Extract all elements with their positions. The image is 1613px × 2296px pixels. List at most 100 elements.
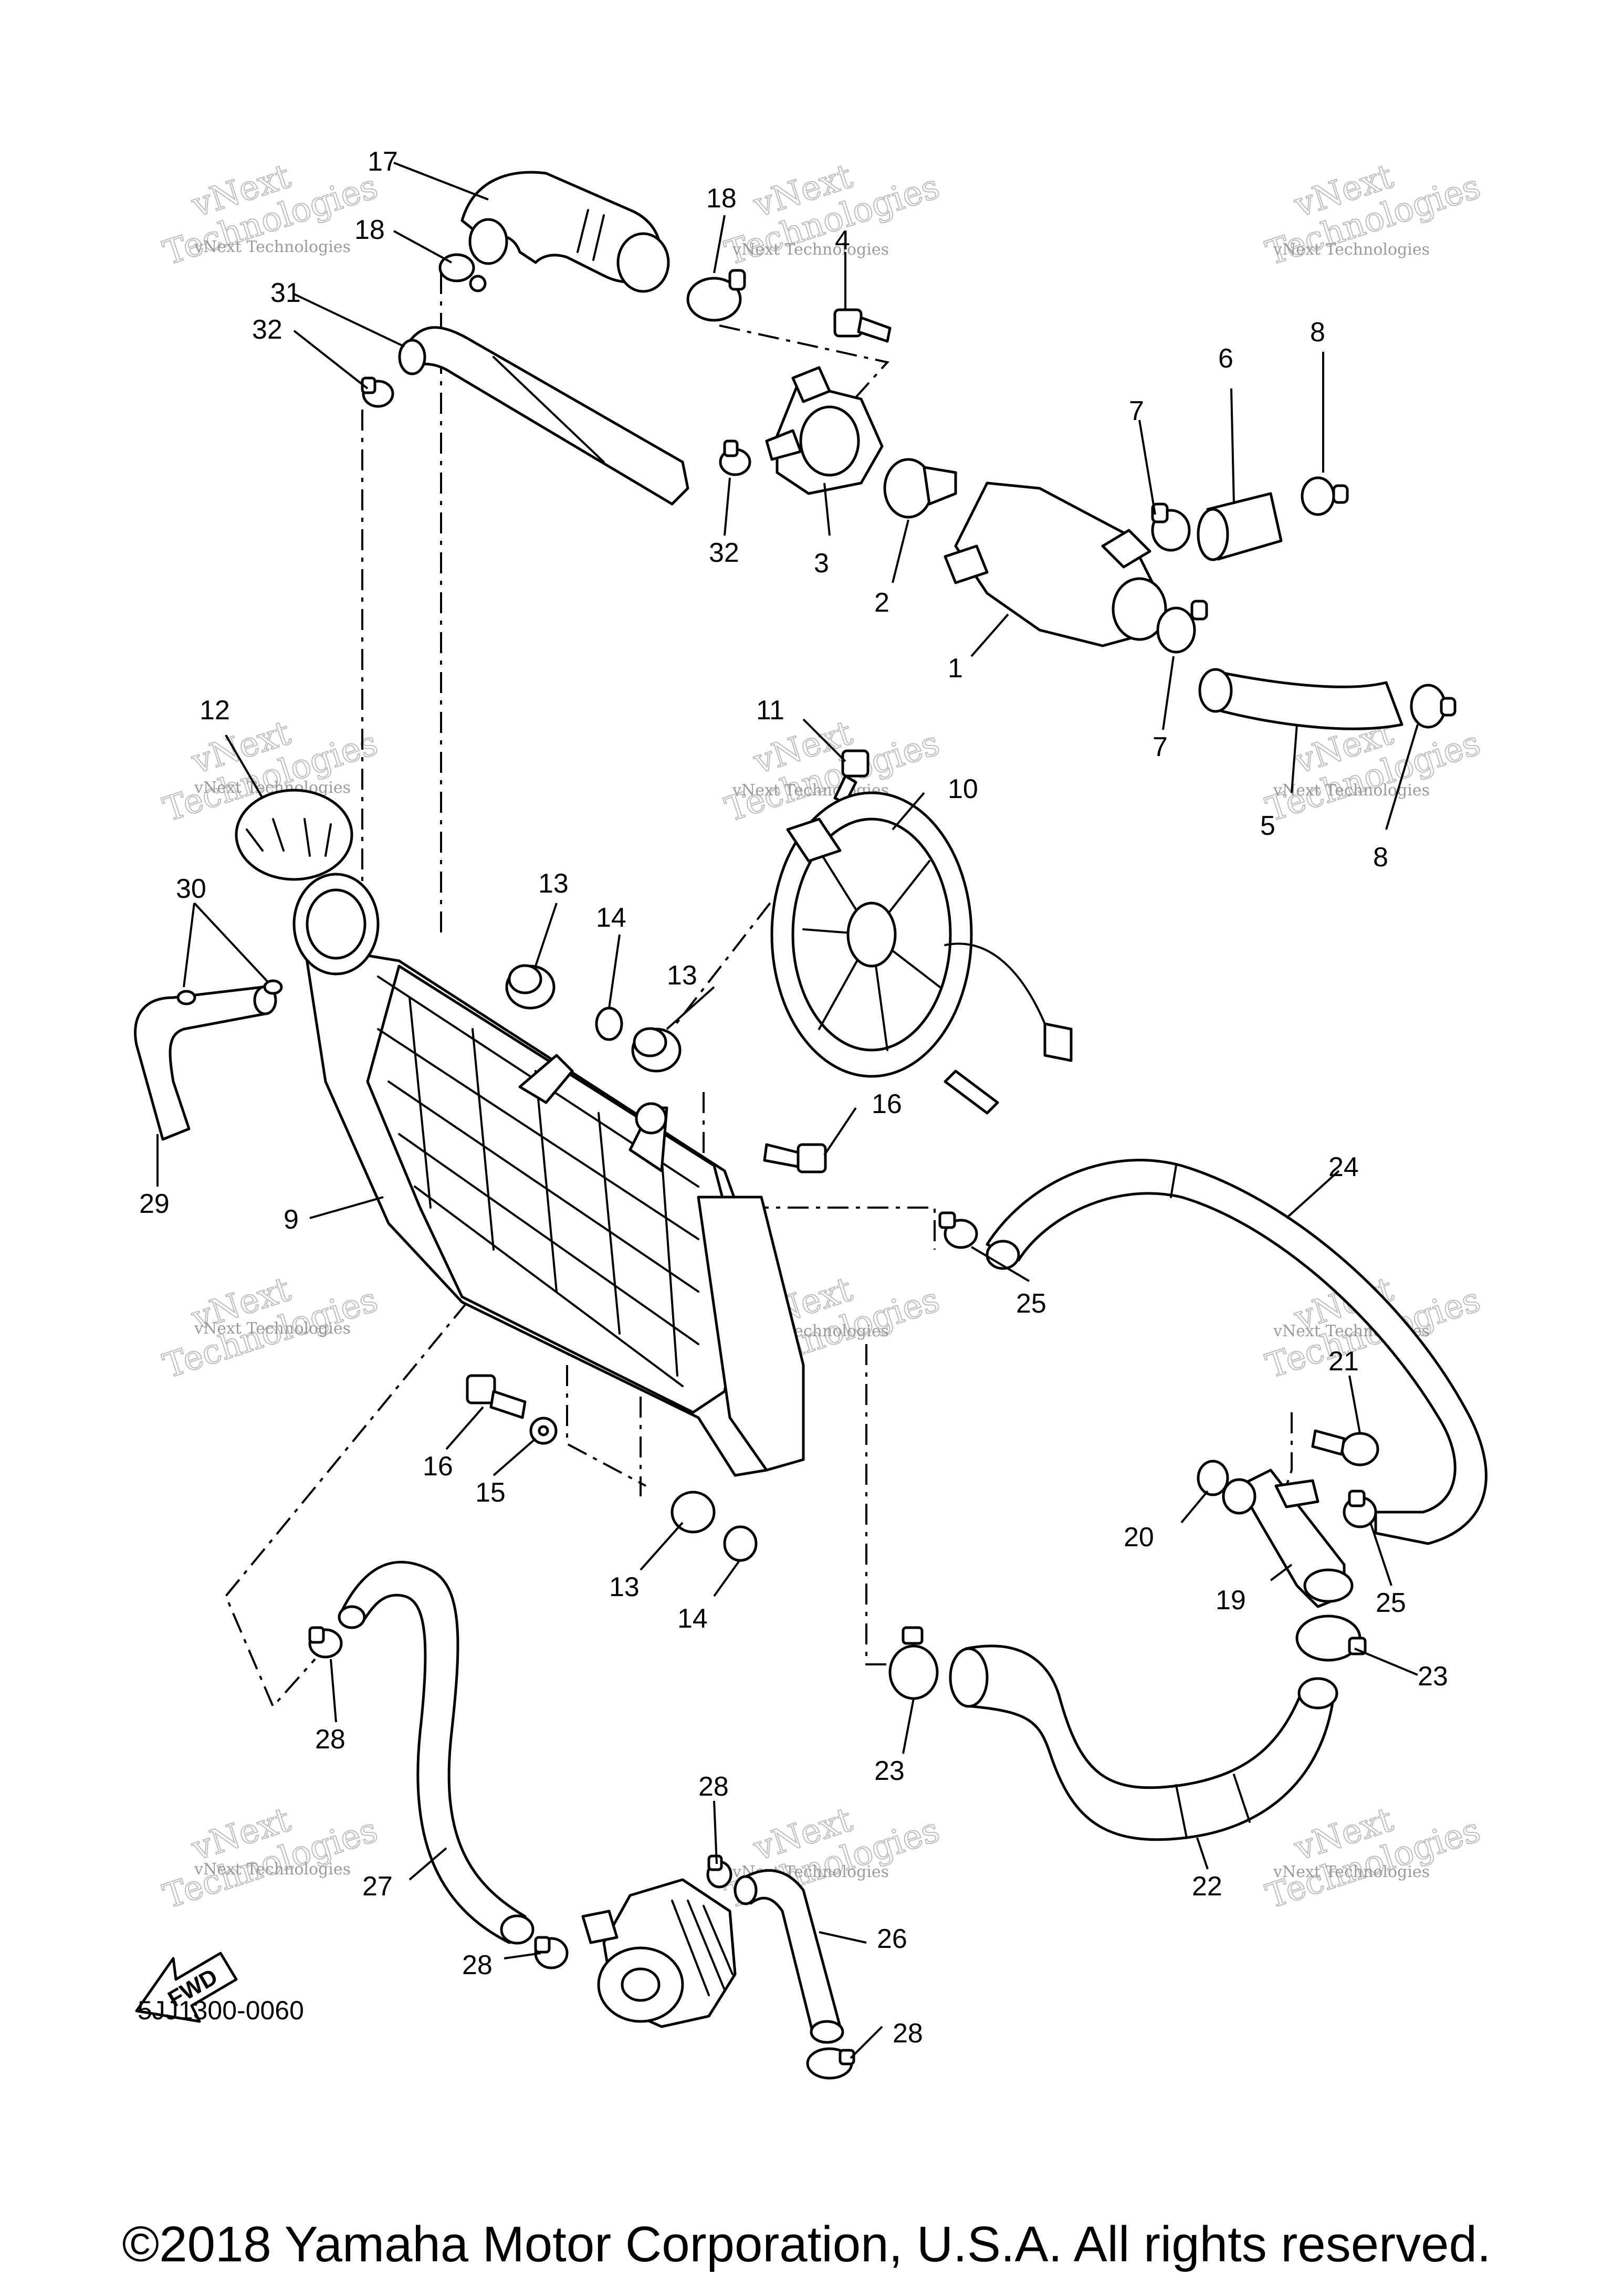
part-22-hose	[949, 1644, 1338, 1841]
part-21-bolt	[1311, 1429, 1379, 1466]
part-28-clamp-c	[706, 1854, 732, 1889]
water-pump	[581, 1878, 737, 2028]
part-8-clamp-lower	[1410, 684, 1457, 729]
callout-7: 7	[1129, 396, 1144, 426]
callout-14: 14	[596, 903, 626, 933]
callout-7: 7	[1153, 732, 1168, 762]
watermark-text: vNext Technologies	[194, 1319, 351, 1338]
callout-13: 13	[667, 960, 697, 991]
part-28-clamp-d	[806, 2047, 855, 2080]
part-16-bolt-upper	[763, 1143, 827, 1173]
part-18-clamp-right	[686, 269, 746, 322]
callout-22: 22	[1192, 1871, 1222, 1902]
callout-14: 14	[677, 1603, 708, 1634]
part-8-clamp-upper	[1301, 476, 1349, 516]
watermark-text: vNext Technologies	[194, 1860, 351, 1879]
callout-27: 27	[362, 1871, 393, 1902]
part-13-grommet-middle	[631, 1027, 682, 1073]
callout-26: 26	[877, 1924, 907, 1954]
part-27-hose	[338, 1560, 535, 1945]
part-31-hose	[398, 326, 689, 506]
part-29-hose	[134, 985, 277, 1141]
callout-12: 12	[200, 695, 230, 726]
callout-4: 4	[835, 225, 850, 256]
callout-5: 5	[1260, 811, 1275, 841]
part-13-grommet-upper	[505, 964, 556, 1010]
part-23-clamp-right	[1295, 1614, 1367, 1662]
parts: FWD	[134, 171, 1488, 2080]
part-14-collar-lower	[723, 1525, 758, 1562]
callout-18: 18	[706, 183, 737, 214]
callout-11: 11	[756, 695, 784, 726]
watermark-text: vNext Technologies	[732, 240, 889, 259]
callout-13: 13	[609, 1572, 640, 1602]
part-19-fitting	[1222, 1469, 1354, 1608]
part-32-clamp-left	[361, 376, 394, 408]
part-20-o-ring	[1197, 1460, 1229, 1496]
callout-28: 28	[698, 1771, 729, 1802]
diagram-code: 5JJ1300-0060	[138, 1996, 304, 2025]
part-25-clamp-lower	[1343, 1490, 1377, 1528]
callout-24: 24	[1328, 1152, 1359, 1182]
callout-1: 1	[948, 653, 963, 684]
watermark-text: vNext Technologies	[1273, 240, 1430, 259]
callout-19: 19	[1216, 1585, 1246, 1616]
part-6-short-hose	[1197, 492, 1283, 561]
callout-31: 31	[270, 278, 301, 308]
part-3-thermostat-cover	[765, 366, 884, 495]
part-7-clamp-lower	[1156, 600, 1208, 654]
callout-9: 9	[284, 1204, 299, 1235]
fwd-arrow-icon: FWD	[135, 1952, 238, 2023]
callout-23: 23	[874, 1756, 905, 1786]
callouts: 17 18 4 18 31 32 7 6 8 32 3 2 1 7 11 10 …	[139, 146, 1448, 2049]
callout-8: 8	[1373, 842, 1388, 873]
part-9-radiator	[292, 873, 805, 1477]
part-14-collar-upper	[595, 1007, 623, 1041]
part-7-clamp-upper	[1151, 502, 1191, 552]
callout-23: 23	[1418, 1661, 1448, 1692]
part-28-clamp-b	[534, 1936, 569, 1969]
part-28-clamp-a	[308, 1626, 343, 1659]
watermark-text: vNext Technologies	[1273, 1863, 1430, 1881]
callout-6: 6	[1218, 343, 1233, 374]
assembly-lines	[224, 273, 1293, 1708]
part-26-hose	[734, 1869, 844, 2044]
callout-13: 13	[538, 868, 569, 899]
callout-10: 10	[948, 774, 978, 804]
callout-16: 16	[423, 1451, 453, 1482]
part-13-grommet-lower	[671, 1491, 716, 1534]
part-30-clip-right	[263, 979, 283, 995]
part-2-thermostat	[883, 458, 957, 519]
callout-8: 8	[1310, 317, 1325, 348]
callout-15: 15	[475, 1477, 506, 1508]
callout-2: 2	[874, 588, 889, 618]
part-23-clamp-left	[888, 1626, 939, 1700]
callout-32: 32	[252, 314, 282, 345]
copyright-notice: ©2018 Yamaha Motor Corporation, U.S.A. A…	[122, 2216, 1491, 2272]
callout-28: 28	[315, 1724, 345, 1755]
leader-lines	[156, 162, 1419, 2059]
part-30-clip-left	[176, 990, 196, 1005]
part-4-bolt	[833, 308, 892, 343]
callout-28: 28	[462, 1950, 493, 1980]
callout-3: 3	[814, 548, 829, 579]
part-5-hose	[1198, 668, 1403, 730]
callout-17: 17	[368, 146, 398, 177]
callout-18: 18	[354, 215, 385, 245]
watermark-text: vNext Technologies	[1273, 781, 1430, 800]
callout-21: 21	[1328, 1346, 1359, 1377]
part-10-fan	[770, 791, 1073, 1115]
callout-20: 20	[1124, 1522, 1154, 1553]
watermark-text: vNext Technologies	[194, 238, 351, 256]
callout-28: 28	[893, 2018, 923, 2049]
part-17-hose	[460, 171, 670, 293]
part-25-clamp-upper	[938, 1211, 978, 1249]
part-16-bolt-lower	[466, 1374, 527, 1419]
part-1-thermostat-housing	[944, 481, 1167, 647]
part-32-clamp-right	[719, 439, 751, 476]
part-15-washer	[529, 1417, 558, 1445]
callout-29: 29	[139, 1189, 170, 1219]
callout-30: 30	[176, 874, 206, 904]
callout-16: 16	[872, 1089, 902, 1119]
